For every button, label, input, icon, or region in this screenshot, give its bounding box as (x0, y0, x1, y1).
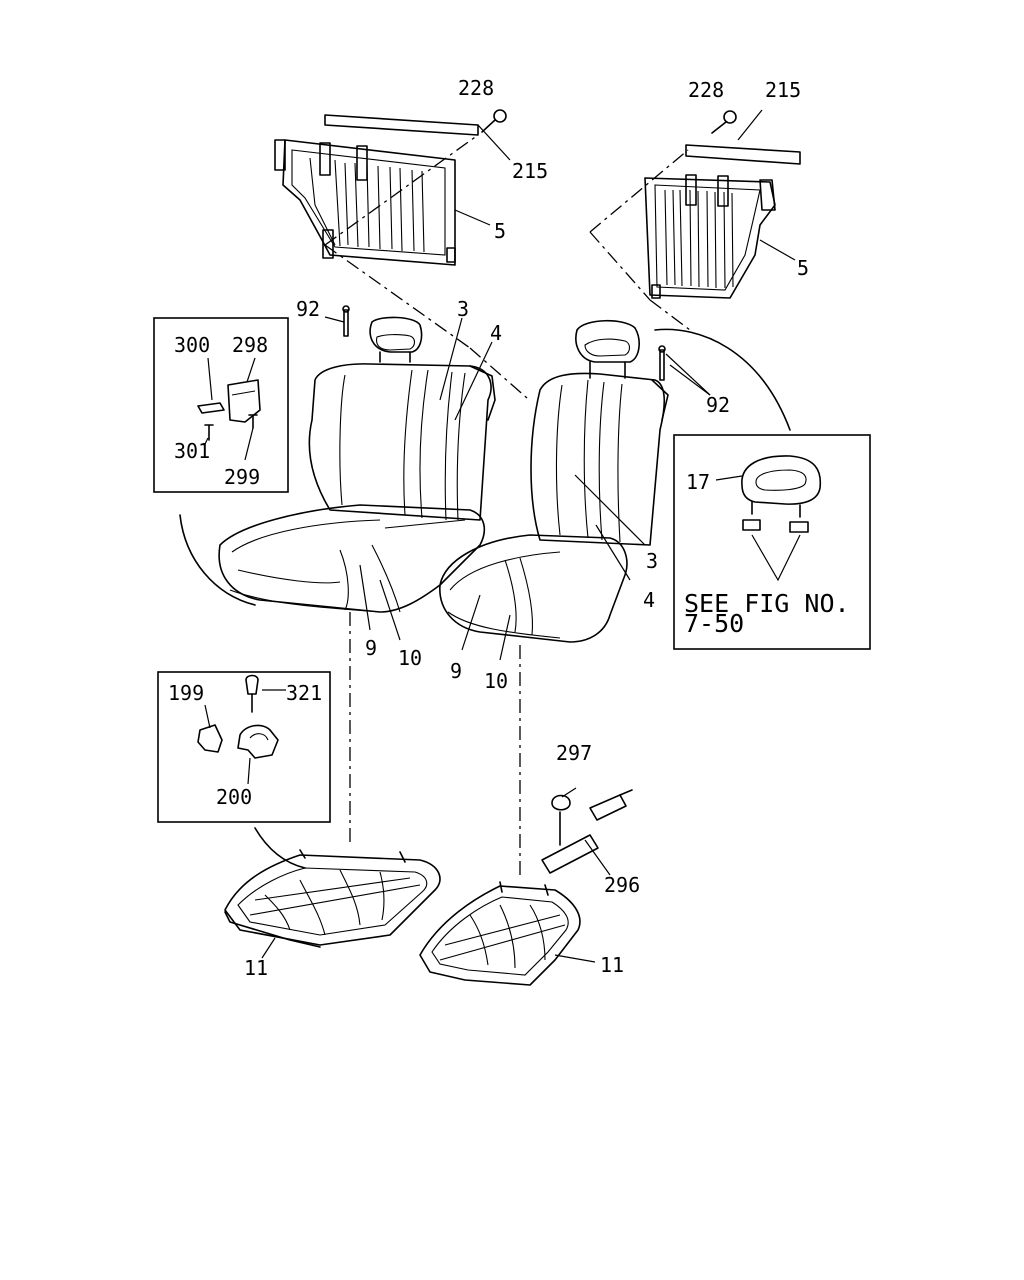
label-300: 300 (174, 333, 210, 357)
left-seat (179, 316, 496, 613)
detail-box-bracket (153, 317, 289, 493)
label-10-right: 10 (484, 669, 508, 693)
label-299: 299 (224, 465, 260, 489)
label-301: 301 (174, 439, 210, 463)
detail-arc-right (654, 328, 791, 431)
label-228-left: 228 (458, 76, 494, 100)
label-5-right: 5 (797, 256, 809, 280)
label-11-right: 11 (600, 953, 624, 977)
belt-anchor (541, 787, 633, 876)
label-200: 200 (216, 785, 252, 809)
see-fig-number: 7-50 (684, 609, 744, 638)
label-321: 321 (286, 681, 322, 705)
leader-lines (261, 109, 796, 963)
alignment-lines (324, 134, 691, 880)
label-92-right: 92 (706, 393, 730, 417)
label-215-left: 215 (512, 159, 548, 183)
label-4-right: 4 (643, 588, 655, 612)
label-199: 199 (168, 681, 204, 705)
detail-box-clip (157, 671, 331, 823)
label-3-right: 3 (646, 549, 658, 573)
seatback-frame-left (274, 114, 479, 266)
label-298: 298 (232, 333, 268, 357)
label-296: 296 (604, 873, 640, 897)
cushion-frame-right (419, 881, 581, 986)
label-9-right: 9 (450, 659, 462, 683)
detail-box-headrest (673, 434, 871, 650)
label-228-right: 228 (688, 78, 724, 102)
label-17: 17 (686, 470, 710, 494)
label-9-left: 9 (365, 636, 377, 660)
label-215-right: 215 (765, 78, 801, 102)
label-3-top: 3 (457, 297, 469, 321)
label-297: 297 (556, 741, 592, 765)
part-labels: 228 215 5 228 215 5 92 3 4 92 300 298 30… (168, 76, 850, 980)
see-fig-reference: SEE FIG NO. (684, 589, 850, 618)
label-92-left: 92 (296, 297, 320, 321)
seatback-frame-right (644, 144, 801, 299)
label-11-left: 11 (244, 956, 268, 980)
label-10-left: 10 (398, 646, 422, 670)
right-seat (439, 319, 669, 643)
cushion-frame-left (224, 827, 441, 948)
label-4-top: 4 (490, 321, 502, 345)
fasteners-top (342, 109, 737, 381)
label-5-left: 5 (494, 219, 506, 243)
